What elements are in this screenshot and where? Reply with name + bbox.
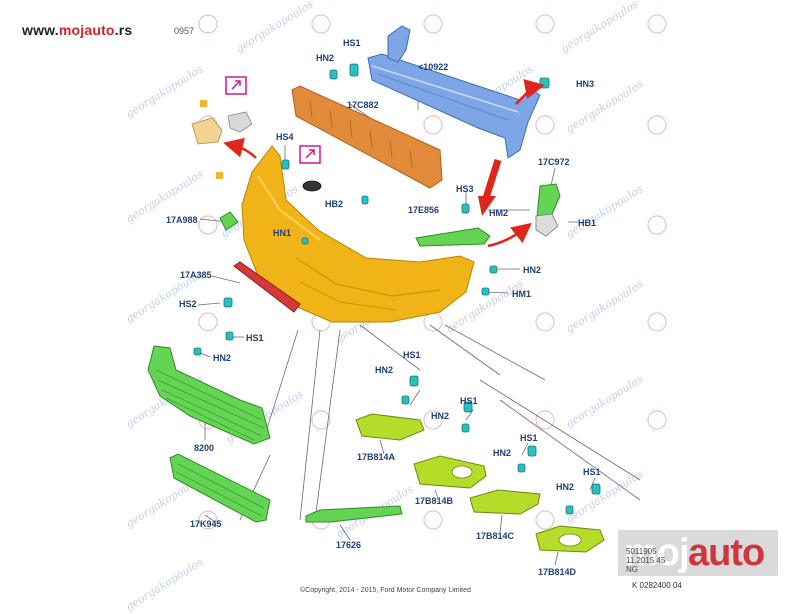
- part-label-17c882: 17C882: [347, 100, 379, 110]
- upper-grille: [147, 345, 271, 445]
- stamp-line: NG: [626, 565, 638, 574]
- part-label-hb2: HB2: [325, 199, 344, 209]
- stamp-line: 5011905: [626, 547, 657, 556]
- part-label-hb1: HB1: [578, 218, 597, 228]
- part-label-hn2: HN2: [556, 482, 575, 492]
- part-label-17b814c: 17B814C: [476, 531, 515, 541]
- part-label-17a385: 17A385: [180, 270, 212, 280]
- document-number: K 0282400 04: [632, 581, 682, 590]
- part-label-hs1: HS1: [403, 350, 421, 360]
- lower-grille: [169, 453, 271, 523]
- part-label-hn2: HN2: [493, 448, 512, 458]
- energy-absorber: [291, 85, 443, 189]
- site-url-brand: mojauto: [58, 22, 115, 38]
- copyright-notice: ©Copyright, 2014 - 2015, Ford Motor Comp…: [300, 587, 471, 594]
- bumper-cover: [241, 145, 475, 323]
- site-url-suffix: .rs: [114, 22, 133, 38]
- arrow-head-icon: [478, 196, 496, 216]
- part-label-hn1: HN1: [273, 228, 292, 238]
- site-url-prefix: www.: [22, 22, 59, 38]
- arrow-icon: [515, 79, 545, 105]
- part-label-hs1: HS1: [343, 38, 361, 48]
- external-link-icon[interactable]: [299, 145, 321, 164]
- part-label-hs4: HS4: [276, 132, 294, 142]
- part-label-10922: <10922: [418, 62, 449, 72]
- part-label-hs1: HS1: [520, 433, 538, 443]
- part-label-hm1: HM1: [512, 289, 532, 299]
- arrow-icon: [223, 137, 257, 159]
- part-label-hs1: HS1: [583, 467, 601, 477]
- part-label-hs1: HS1: [460, 396, 478, 406]
- part-label-17b814d: 17B814D: [538, 567, 577, 577]
- part-label-17b814a: 17B814A: [357, 452, 396, 462]
- part-label-17b814b: 17B814B: [415, 496, 454, 506]
- fog-bezel-17b814b: [413, 455, 487, 489]
- fog-bezel-17b814d: [535, 525, 605, 553]
- part-label-hn2: HN2: [316, 53, 335, 63]
- emblem-icon: [302, 180, 322, 192]
- part-label-hn2: HN2: [375, 365, 394, 375]
- reinforcement-beam: [367, 25, 541, 159]
- part-label-17k945: 17K945: [190, 519, 222, 529]
- part-label-hs3: HS3: [456, 184, 474, 194]
- revision-stamp: 5011905 11.2015 45 NG: [626, 547, 665, 574]
- part-label-hn2: HN2: [431, 411, 450, 421]
- stamp-line: 11.2015 45: [626, 556, 666, 565]
- part-label-17626: 17626: [336, 540, 362, 550]
- fastener-clips: [193, 63, 601, 515]
- air-deflector: [233, 261, 301, 313]
- marker-square-icon: [216, 172, 223, 179]
- part-label-hm2: HM2: [489, 208, 509, 218]
- part-label-hn2: HN2: [213, 353, 232, 363]
- bracket-17c972: [535, 183, 561, 237]
- part-label-hn2: HN2: [523, 265, 542, 275]
- arrow-icon: [482, 158, 502, 200]
- arrow-icon: [487, 222, 532, 248]
- external-link-icon[interactable]: [225, 76, 247, 95]
- lower-trim-strip: [305, 505, 403, 523]
- part-code-stub: 0957: [174, 26, 195, 36]
- part-label-17a988: 17A988: [166, 215, 198, 225]
- site-url[interactable]: www.mojauto.rs: [22, 22, 132, 38]
- part-label-17c972: 17C972: [538, 157, 570, 167]
- fog-bezel-17b814c: [469, 489, 541, 515]
- part-label-17e856: 17E856: [408, 205, 440, 215]
- part-label-hn3: HN3: [576, 79, 595, 89]
- part-label-hs1: HS1: [246, 333, 264, 343]
- headlamp-bracket: [191, 100, 253, 145]
- parts-diagram: [147, 14, 667, 566]
- fog-bezel-17b814a: [355, 413, 425, 441]
- part-label-hs2: HS2: [179, 299, 197, 309]
- bumper-side-bracket: [219, 211, 491, 247]
- part-label-8200: 8200: [194, 443, 215, 453]
